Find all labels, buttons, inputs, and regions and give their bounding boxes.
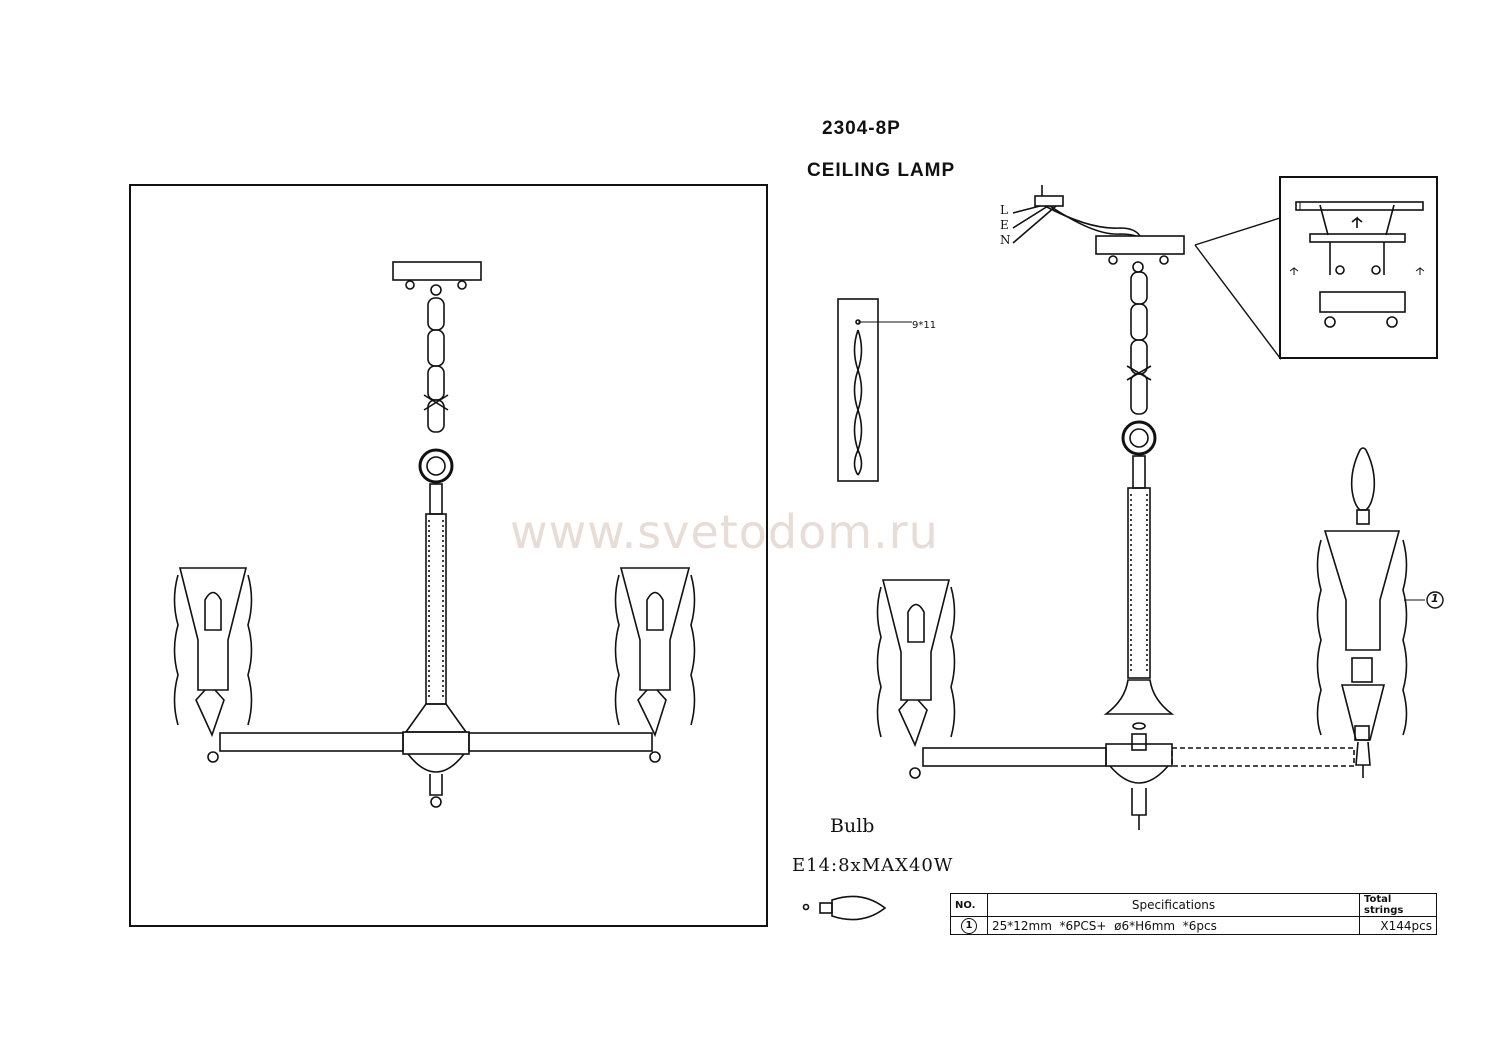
canopy-exploded — [1095, 235, 1185, 273]
stem-front — [402, 483, 470, 808]
strand-dimension: 9*11 — [912, 320, 937, 331]
header-total-strings: Total strings — [1359, 893, 1437, 917]
specifications-table: NO. Specifications Total strings 1 25*12… — [950, 893, 1437, 935]
table-row: 1 25*12mm *6PCS+ ø6*H6mm *6pcs X144pcs — [950, 916, 1437, 935]
wiring — [1012, 185, 1141, 244]
header-specifications: Specifications — [987, 893, 1360, 917]
arms-front — [219, 732, 653, 752]
arms-exploded — [922, 747, 1355, 767]
cup-right-front — [614, 567, 696, 763]
product-type: CEILING LAMP — [807, 160, 956, 181]
cup-left-exploded — [876, 579, 956, 779]
stem-exploded — [1103, 455, 1175, 830]
bulb-spec: E14:8xMAX40W — [792, 855, 954, 876]
header-no: NO. — [950, 893, 988, 917]
wire-label-e: E — [1000, 218, 1009, 232]
mounting-detail — [1194, 176, 1438, 361]
row-number-circle: 1 — [961, 918, 977, 934]
model-number: 2304-8P — [822, 118, 901, 139]
chain-exploded — [1121, 271, 1157, 456]
chain-front — [418, 297, 454, 484]
wire-label-l: L — [1000, 203, 1008, 217]
crystal-strand-detail — [837, 298, 912, 482]
table-header-row: NO. Specifications Total strings — [950, 893, 1437, 917]
row-no: 1 — [950, 916, 988, 935]
wire-label-n: N — [1000, 233, 1011, 247]
watermark: www.svetodom.ru — [510, 505, 939, 559]
canopy-front — [392, 261, 482, 296]
cup-left-front — [173, 567, 253, 763]
bulb-icon — [802, 895, 887, 921]
callout-number: 1 — [1431, 592, 1439, 605]
row-total: X144pcs — [1359, 916, 1437, 935]
cup-right-exploded — [1316, 447, 1444, 778]
row-specifications: 25*12mm *6PCS+ ø6*H6mm *6pcs — [987, 916, 1360, 935]
front-view-frame — [129, 184, 768, 927]
bulb-label: Bulb — [830, 815, 875, 837]
